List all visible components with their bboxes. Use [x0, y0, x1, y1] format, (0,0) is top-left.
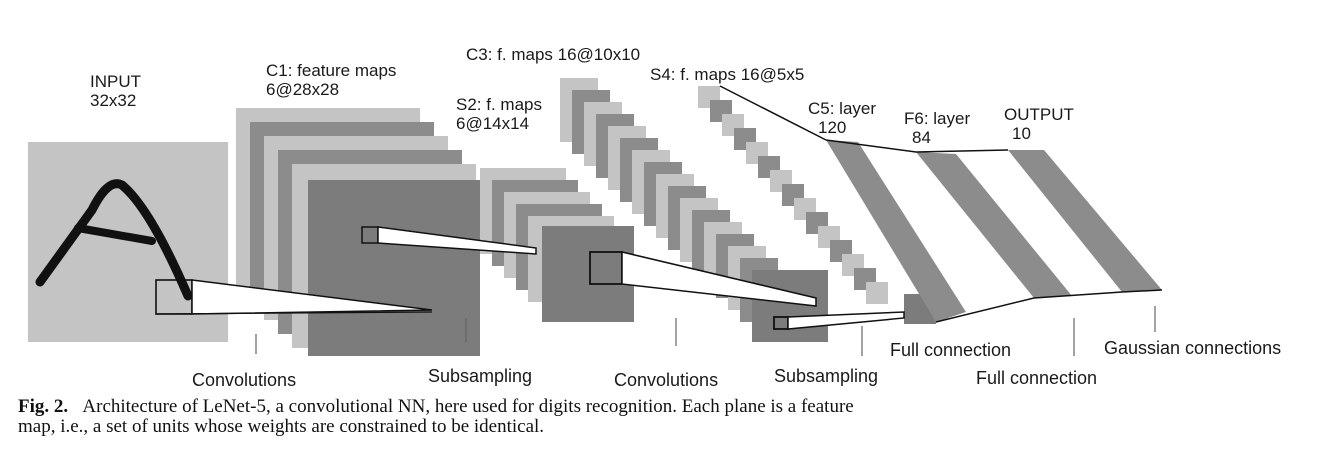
f6-size: 84: [912, 128, 931, 147]
sub1-cone: [377, 226, 537, 255]
s4-to-c5-top: [719, 85, 827, 141]
c5-title: C5: layer: [808, 99, 876, 118]
full1-connection-top: [825, 139, 1009, 153]
op-subsampling-2: Subsampling: [774, 366, 878, 386]
sub2-cone: [787, 311, 905, 330]
op-subsampling-1: Subsampling: [428, 366, 532, 386]
input-digit-a-crossbar: [74, 224, 156, 245]
c5-layer: [826, 140, 966, 322]
c1-size: 6@28x28: [266, 80, 339, 99]
conv2-cone: [621, 251, 817, 307]
s4-title: S4: f. maps 16@5x5: [650, 65, 804, 84]
input-size: 32x32: [90, 91, 136, 110]
input-title: INPUT: [90, 72, 141, 91]
caption-text: Architecture of LeNet-5, a convolutional…: [18, 396, 854, 437]
op-gaussian-connections: Gaussian connections: [1104, 338, 1281, 358]
c3-title: C3: f. maps 16@10x10: [466, 45, 640, 64]
op-convolutions-2: Convolutions: [614, 370, 718, 390]
c1-feature-maps: [236, 108, 480, 356]
figure-caption: Fig. 2. Architecture of LeNet-5, a convo…: [18, 397, 878, 437]
input-digit-a: [35, 179, 193, 301]
conv1-cone: [191, 279, 433, 315]
output-size: 10: [1012, 124, 1031, 143]
op-convolutions-1: Convolutions: [192, 370, 296, 390]
lenet5-architecture-diagram: INPUT 32x32 C1: feature maps 6@28x28 S2:…: [28, 45, 1281, 390]
s4-feature-maps: [698, 86, 936, 324]
caption-figure-number: Fig. 2.: [18, 396, 69, 417]
c1-title: C1: feature maps: [266, 61, 396, 80]
s2-title: S2: f. maps: [456, 95, 542, 114]
operation-ticks: [255, 306, 1156, 356]
op-full-connection-1: Full connection: [890, 340, 1011, 360]
f6-layer: [916, 152, 1072, 298]
output-layer: [1008, 150, 1162, 292]
s2-size: 6@14x14: [456, 114, 529, 133]
f6-title: F6: layer: [904, 109, 970, 128]
full1-connection-bottom: [935, 289, 1163, 323]
output-title: OUTPUT: [1004, 105, 1074, 124]
s2-feature-maps: [480, 168, 634, 322]
c5-size: 120: [818, 118, 846, 137]
op-full-connection-2: Full connection: [976, 368, 1097, 388]
